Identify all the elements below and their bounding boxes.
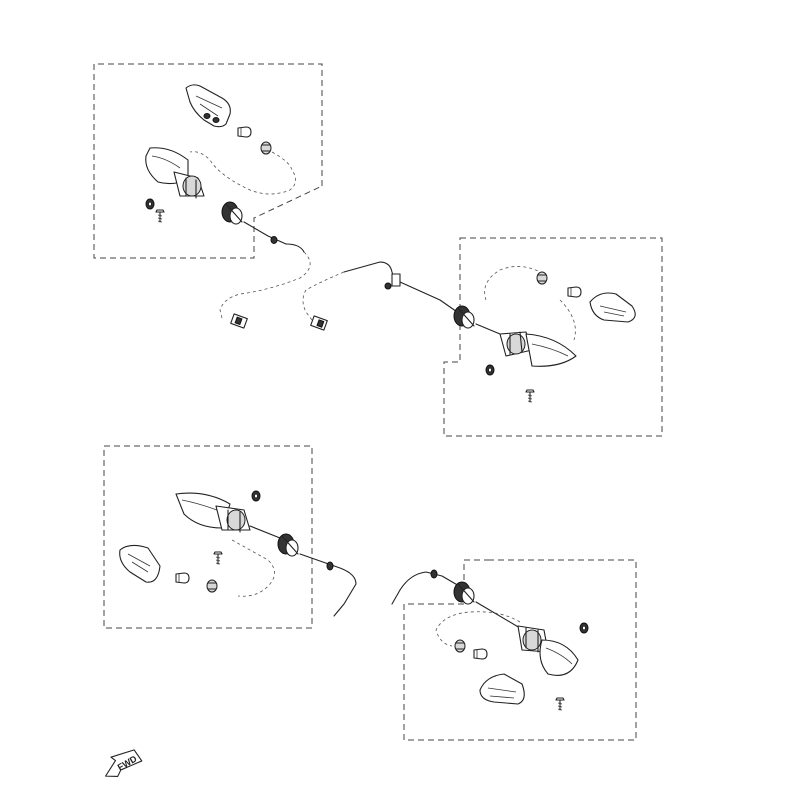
bulb-socket [454,639,466,653]
wire-lead [189,151,296,195]
group-boundary [443,237,663,437]
group-boundary [103,445,313,629]
wire-harness [285,243,305,253]
wire-lead [302,271,345,321]
mounting-bracket [479,673,525,705]
stalk [343,261,397,287]
screw [213,551,223,565]
bulb-socket [260,141,272,155]
screw [525,389,535,403]
connector [310,315,328,331]
grommet [251,490,261,502]
stalk [475,601,521,629]
stalk-nut [221,201,243,225]
assembly-rear-left [103,445,357,629]
grommet [145,198,155,210]
wire-clamp [430,569,438,579]
forward-direction-arrow: FWD [104,749,143,777]
turn-signal-body [215,505,251,533]
stalk-nut [453,305,475,329]
turn-signal-lens [525,333,577,367]
assembly-front-right [302,237,663,437]
stalk-nut [453,581,475,605]
mounting-bracket [589,292,636,323]
wire-harness [299,553,357,617]
bulb [175,572,190,584]
wire-lead [484,266,576,341]
grommet [579,622,589,634]
stalk-rod [399,281,461,315]
bulb [473,648,488,660]
turn-signal-body [173,171,205,199]
bulb [237,126,252,138]
stalk [249,525,281,539]
screw [155,209,165,223]
stalk [243,221,287,245]
wire-harness [391,571,467,605]
wire-clamp [326,561,334,571]
assembly-front-left [93,63,323,329]
wire-lead [219,251,311,319]
group-boundary [403,559,637,741]
mounting-bracket [185,84,231,128]
turn-signal-body [499,331,533,357]
stalk [475,323,501,335]
connector [230,313,248,329]
bulb [567,286,582,298]
grommet [485,364,495,376]
wire-lead [231,539,275,597]
mounting-bracket [119,544,161,583]
wire-clamp [270,236,278,244]
assembly-rear-right [391,559,637,741]
screw [555,697,565,711]
wire-clamp [384,273,401,290]
bulb-socket [206,579,218,593]
bulb-socket [536,271,548,285]
turn-signal-lens [539,639,579,676]
stalk-nut [277,533,299,557]
group-boundary [93,63,323,259]
wire-lead [435,611,521,647]
